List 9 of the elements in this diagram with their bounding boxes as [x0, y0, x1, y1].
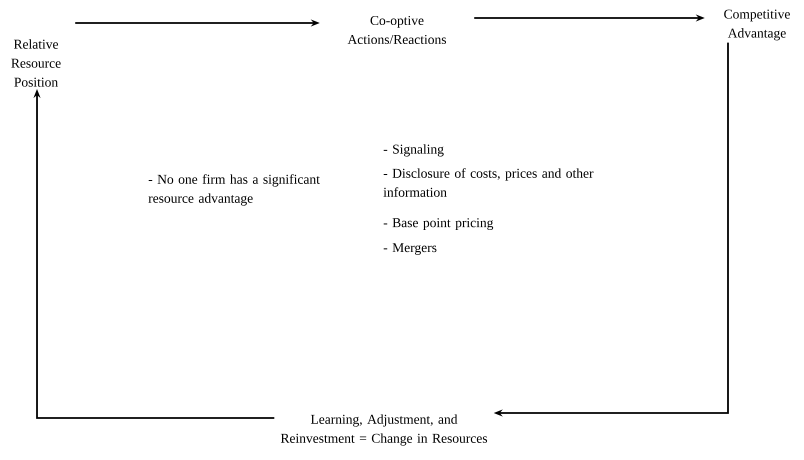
note-text: - Base point pricing: [384, 218, 494, 230]
note-text: - Disclosure of costs, prices and other information: [383, 168, 594, 197]
node-label: Competitive Advantage: [724, 10, 790, 40]
note-text: - No one firm has a significant resource advantage: [148, 174, 320, 206]
note-text: - Mergers: [384, 243, 436, 255]
node-label: Co-optive Actions/Reactions: [348, 16, 446, 44]
node-label: Learning, Adjustment, and Reinvestment = Change in Resources: [280, 414, 488, 446]
node-label: Relative Resource Position: [11, 39, 61, 87]
note-text: - Signaling: [384, 144, 444, 156]
